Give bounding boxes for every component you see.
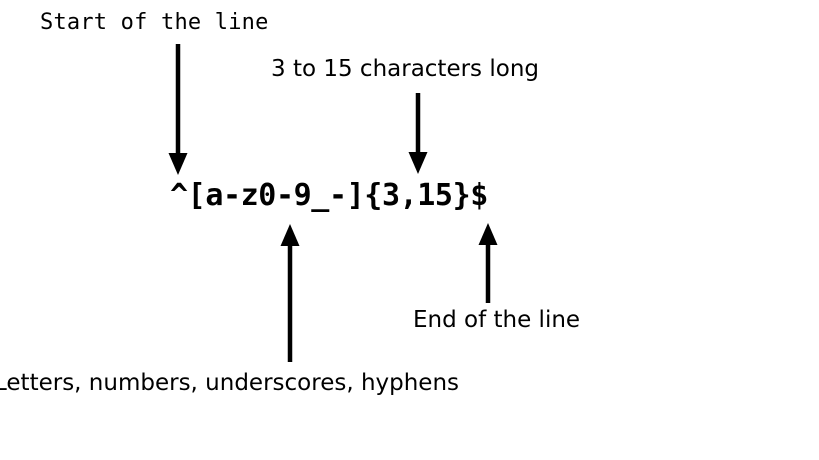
label-end-of-line: End of the line — [413, 307, 581, 333]
arrow-end-of-line — [478, 223, 498, 303]
label-length-quantifier: 3 to 15 characters long — [271, 56, 539, 82]
label-character-class: Letters, numbers, underscores, hyphens — [0, 372, 460, 395]
arrow-character-class — [280, 224, 300, 362]
arrow-length-quantifier — [408, 93, 428, 174]
label-start-of-line: Start of the line — [40, 10, 269, 35]
regex-pattern-text: ^[a-z0-9_-]{3,15}$ — [170, 178, 488, 213]
arrow-start-of-line — [168, 44, 188, 175]
